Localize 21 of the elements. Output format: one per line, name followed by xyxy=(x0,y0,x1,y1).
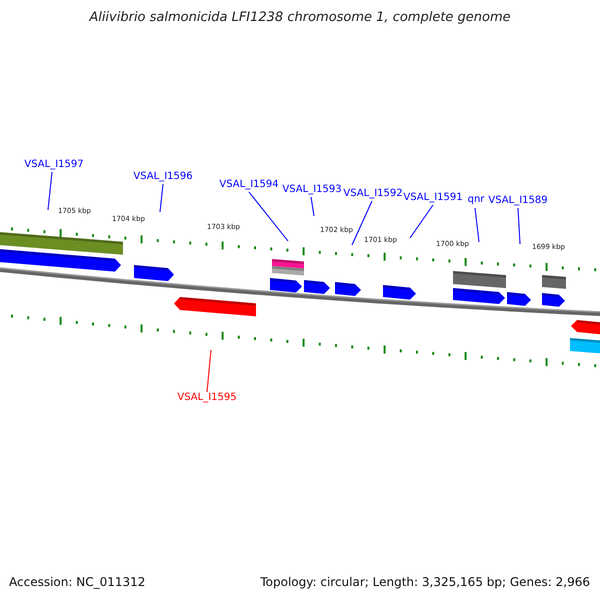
leader-line xyxy=(352,200,372,246)
leader-line xyxy=(310,196,314,216)
gene-label: qnr xyxy=(468,195,484,205)
gene-label: VSAL_I1592 xyxy=(343,189,403,199)
leader-line xyxy=(248,192,288,242)
gene-label: VSAL_I1595 xyxy=(177,393,237,403)
gene-label: VSAL_I1593 xyxy=(282,185,342,195)
leader-line xyxy=(410,204,434,238)
leader-line xyxy=(48,172,52,210)
leader-line xyxy=(160,184,164,212)
leader-line xyxy=(518,208,520,244)
leader-line xyxy=(206,350,212,392)
gene-label: VSAL_I1594 xyxy=(219,180,279,190)
chart-title: Aliivibrio salmonicida LFI1238 chromosome 1, complete genome xyxy=(88,11,512,24)
accession-text: Accession: NC_011312 xyxy=(9,576,146,588)
gene-label: VSAL_I1589 xyxy=(488,196,548,206)
gene-label: VSAL_I1596 xyxy=(133,172,193,182)
gene-label: VSAL_I1591 xyxy=(403,193,463,203)
gene-label: VSAL_I1597 xyxy=(24,160,84,170)
leader-line xyxy=(474,208,480,242)
genome-info-text: Topology: circular; Length: 3,325,165 bp; Genes: 2,966 xyxy=(260,576,590,588)
